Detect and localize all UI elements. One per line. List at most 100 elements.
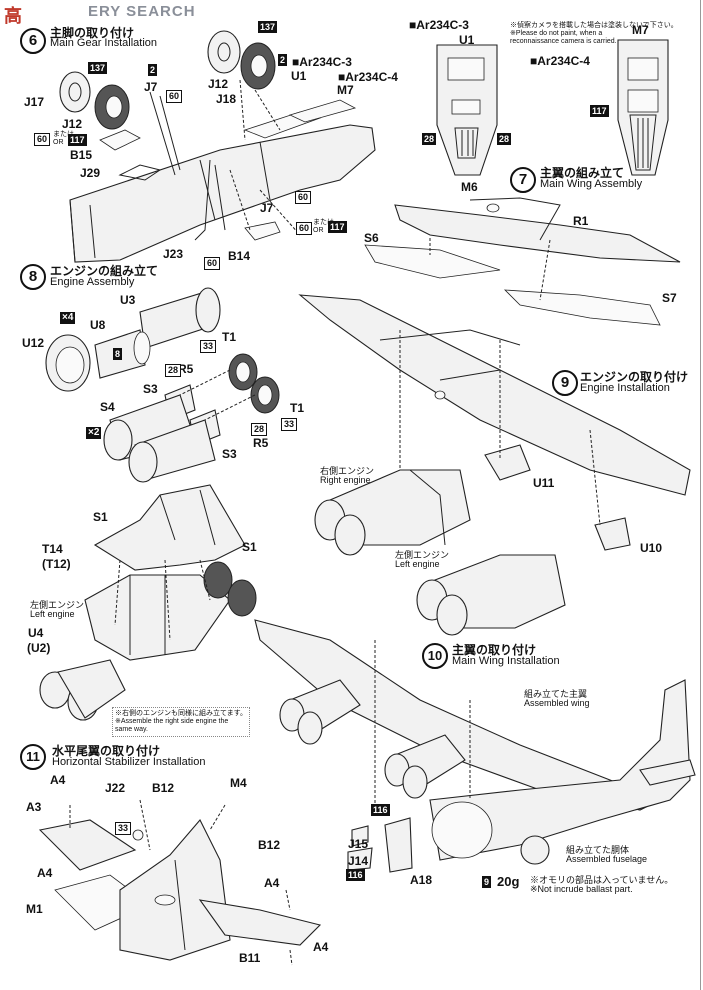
part-num-60-b: 60 [34, 133, 51, 146]
engine-assembly-step8 [45, 287, 280, 483]
variant-c3-b: ■Ar234C-3 [409, 18, 469, 32]
part-J18: J18 [216, 92, 237, 106]
part-S1-right: S1 [242, 540, 257, 554]
camera-note-jp: ※偵察カメラを搭載した場合は塗装しないで下さい。 [510, 22, 678, 29]
step-6-title-jp: 主脚の取り付け [50, 26, 135, 40]
part-badge-28-a: 28 [422, 133, 437, 145]
qty-x4: ×4 [60, 312, 76, 324]
step-10-badge: 10 [422, 643, 448, 669]
ballast-note-en: ※Not incrude ballast part. [530, 884, 633, 894]
ballast-note-jp: ※オモリの部品は入っていません。 [530, 875, 674, 885]
step-6-title-en: Main Gear Installation [50, 37, 157, 49]
or-jp: または [313, 219, 334, 226]
or-en: OR [53, 139, 64, 146]
right-engine-en: Right engine [320, 475, 371, 485]
part-M4: M4 [230, 776, 247, 790]
step-10-title-en: Main Wing Installation [452, 655, 560, 667]
fuselage-step6 [69, 99, 376, 263]
tail-install-step11 [38, 799, 322, 966]
step-11-title-en: Horizontal Stabilizer Installation [52, 756, 206, 768]
part-J17: J17 [24, 95, 45, 109]
assembled-wing-jp: 組み立てた主翼 [524, 689, 588, 699]
part-T12: (T12) [42, 557, 71, 571]
part-badge-137-left: 137 [88, 62, 108, 74]
part-badge-117-c: 117 [590, 105, 609, 117]
part-U8: U8 [90, 318, 106, 332]
part-S1-top: S1 [93, 510, 108, 524]
part-U3: U3 [120, 293, 136, 307]
variant-c3: ■Ar234C-3 [292, 55, 352, 69]
part-B15: B15 [70, 148, 93, 162]
ballast-weight: 20g [497, 874, 520, 889]
camera-note: ※偵察カメラを搭載した場合は塗装しないで下さい。 ※Please do not … [510, 22, 678, 46]
part-badge-116-b: 116 [346, 869, 365, 881]
assemble-note-en1: ※Assemble the right side engine the [115, 718, 229, 725]
part-A4-top: A4 [50, 773, 66, 787]
part-badge-2-left: 2 [148, 64, 158, 76]
part-badge-117-a: 117 [68, 134, 87, 146]
part-M1: M1 [26, 902, 43, 916]
step-8-title-jp: エンジンの組み立て [50, 264, 159, 278]
part-badge-2: 2 [278, 54, 288, 66]
part-A18: A18 [410, 873, 433, 887]
step-11-title-jp: 水平尾翼の取り付け [52, 744, 161, 758]
part-B12-top: B12 [152, 781, 175, 795]
part-U10: U10 [640, 541, 663, 555]
step-9-badge: 9 [552, 370, 578, 396]
part-U2: (U2) [27, 641, 51, 655]
part-B11: B11 [239, 951, 261, 965]
part-T1-bottom: T1 [290, 401, 305, 415]
part-T1-top: T1 [222, 330, 237, 344]
watermark-text: ERY SEARCH [88, 3, 196, 20]
assemble-note-jp: ※右側のエンジンも同様に組み立てます。 [115, 710, 247, 717]
assembled-fuselage-jp: 組み立てた胴体 [566, 845, 630, 855]
m7-panel [617, 39, 669, 176]
step-8-badge: 8 [20, 264, 46, 290]
step-7-title-jp: 主翼の組み立て [540, 166, 625, 180]
part-A4-right: A4 [264, 876, 280, 890]
part-num-60-a: 60 [166, 90, 183, 103]
part-J12-left: J12 [62, 117, 83, 131]
part-U4: U4 [28, 626, 44, 640]
assembled-wing-en: Assembled wing [524, 698, 590, 708]
part-badge-117-b: 117 [328, 221, 347, 233]
part-U1: U1 [459, 33, 475, 47]
part-num-28-b: 28 [251, 423, 268, 436]
part-A4-left: A4 [37, 866, 53, 880]
part-R5-bottom: R5 [253, 436, 269, 450]
part-S3-bottom: S3 [222, 447, 237, 461]
part-S7: S7 [662, 291, 677, 305]
part-B14: B14 [228, 249, 251, 263]
camera-note-en2: reconnaissance camera is carried. [510, 38, 617, 45]
main-wing-step7 [364, 197, 681, 326]
right-engine-jp: 右側エンジン [320, 466, 375, 476]
nacelle-housing [39, 484, 257, 721]
part-num-60-c: 60 [295, 191, 312, 204]
main-wheel-right [207, 30, 276, 90]
part-J22: J22 [105, 781, 126, 795]
part-num-33-c: 33 [115, 822, 132, 835]
camera-note-en1: ※Please do not paint, when a [510, 30, 603, 37]
left-engine-en-b: Left engine [395, 559, 440, 569]
part-R5-top: R5 [178, 362, 194, 376]
assemble-note-en2: same way. [115, 726, 148, 733]
step-7-title-en: Main Wing Assembly [540, 178, 643, 190]
qty-x2: ×2 [86, 427, 102, 439]
step-7-badge: 7 [510, 167, 536, 193]
part-B12-right: B12 [258, 838, 281, 852]
part-M7: M7 [632, 23, 649, 37]
part-J12-top: J12 [208, 77, 229, 91]
part-num-60-e: 60 [204, 257, 221, 270]
part-badge-28-b: 28 [497, 133, 512, 145]
step-10-title-jp: 主翼の取り付け [452, 643, 537, 657]
part-M6: M6 [461, 180, 478, 194]
part-num-33-b: 33 [281, 418, 298, 431]
part-J7-bottom: J7 [260, 201, 274, 215]
step-11-badge: 11 [20, 744, 46, 770]
or-jp: または [53, 131, 74, 138]
part-A4-bottom: A4 [313, 940, 329, 954]
wing-engine-install-step9 [298, 294, 691, 636]
part-num-28-a: 28 [165, 364, 182, 377]
